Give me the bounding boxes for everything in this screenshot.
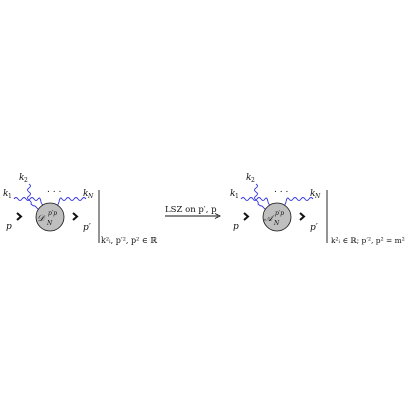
right-blob	[262, 202, 292, 232]
left-blob-sup: p′p	[48, 210, 57, 217]
left-photon-k2	[27, 183, 42, 213]
right-p-in-arrow-icon	[243, 212, 250, 221]
left-diagram: 𝒟 p′p N p p′ k 1 k 2 k N . . . k²ᵢ, p′²,…	[3, 173, 157, 245]
right-k1-sub: 1	[235, 193, 239, 200]
right-photon-kN	[283, 197, 314, 207]
right-condition: k²ᵢ ∈ ℝ; p′², p² = m²	[331, 236, 405, 245]
left-dots: . . .	[47, 185, 61, 195]
left-k2-sub: 2	[24, 177, 28, 184]
right-diagram: 𝒜 p′p N p p′ k 1 k 2 k N . . . k²ᵢ ∈ ℝ; …	[230, 173, 405, 245]
right-kN-sub: N	[314, 193, 321, 200]
right-kN-label: k	[310, 189, 315, 199]
left-photon-kN	[56, 197, 87, 207]
left-blob-label: 𝒟	[37, 214, 46, 224]
left-kN-sub: N	[87, 193, 94, 200]
right-photon-k2	[254, 183, 269, 213]
left-blob	[35, 202, 65, 232]
right-blob-sup: p′p	[275, 210, 284, 217]
left-p-in-arrow-icon	[16, 212, 23, 221]
left-k2-label: k	[19, 173, 24, 183]
right-p-out-label: p′	[310, 223, 318, 233]
lsz-arrow-label: LSZ on p′, p	[165, 205, 217, 215]
right-dots: . . .	[274, 185, 288, 195]
left-p-out-arrow-icon	[72, 212, 79, 221]
left-photon-k1	[13, 197, 45, 207]
right-k2-label: k	[246, 173, 251, 183]
right-p-out-arrow-icon	[299, 212, 306, 221]
right-photon-k1	[240, 197, 272, 207]
left-kN-label: k	[83, 189, 88, 199]
left-condition: k²ᵢ, p′², p² ∈ ℝ	[101, 236, 157, 245]
left-k1-sub: 1	[8, 193, 12, 200]
right-p-in-label: p	[233, 222, 239, 232]
right-k1-label: k	[230, 189, 235, 199]
right-k2-sub: 2	[251, 177, 255, 184]
right-blob-label: 𝒜	[264, 214, 275, 224]
lsz-arrow: LSZ on p′, p	[165, 205, 222, 219]
left-p-in-label: p	[6, 222, 12, 232]
right-blob-sub: N	[273, 220, 280, 227]
left-k1-label: k	[3, 189, 8, 199]
left-blob-sub: N	[46, 220, 53, 227]
left-p-out-label: p′	[83, 223, 91, 233]
